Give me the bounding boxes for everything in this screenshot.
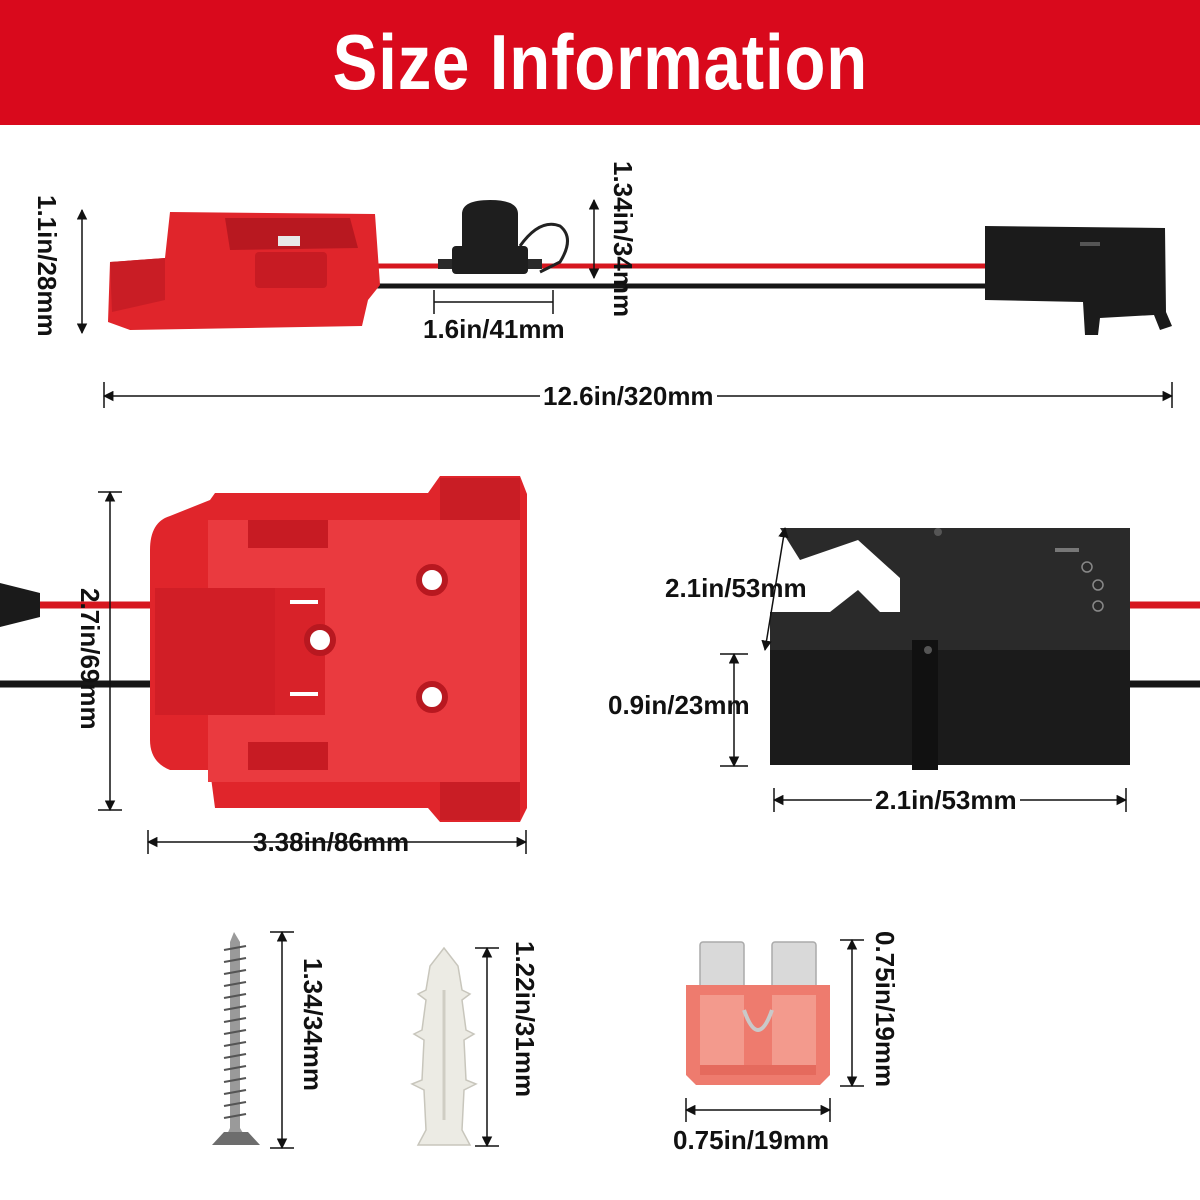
battery-adapter-side (108, 212, 380, 330)
blade-fuse (686, 941, 830, 1085)
fuse-holder-height-label: 1.34in/34mm (608, 161, 638, 318)
adapter-height-label: 1.1in/28mm (32, 195, 62, 337)
fuse-holder-side (438, 200, 569, 274)
box-depth-label: 2.1in/53mm (665, 573, 807, 603)
page-title: Size Information (332, 18, 868, 106)
box-height-label: 0.9in/23mm (608, 690, 750, 720)
dim-line-box-depth (761, 526, 789, 652)
title-banner: Size Information (0, 0, 1200, 125)
anchor-length-label: 1.22in/31mm (510, 941, 540, 1098)
screw (212, 932, 260, 1145)
fuse-holder-width-label: 1.6in/41mm (423, 314, 565, 344)
adapter-length-label: 2.7in/69mm (75, 588, 105, 730)
wall-anchor (410, 946, 478, 1146)
screw-length-label: 1.34/34mm (298, 958, 328, 1091)
adapter-wires (0, 583, 160, 688)
junction-box (770, 528, 1130, 770)
fuse-width-label: 0.75in/19mm (673, 1125, 830, 1155)
junction-box-side (985, 226, 1172, 335)
adapter-width-label: 3.38in/86mm (253, 827, 410, 857)
fuse-height-label: 0.75in/19mm (870, 931, 900, 1088)
total-length-label: 12.6in/320mm (540, 381, 717, 411)
box-wires (1130, 601, 1200, 688)
battery-adapter-top (150, 476, 527, 822)
box-width-label: 2.1in/53mm (872, 785, 1020, 815)
